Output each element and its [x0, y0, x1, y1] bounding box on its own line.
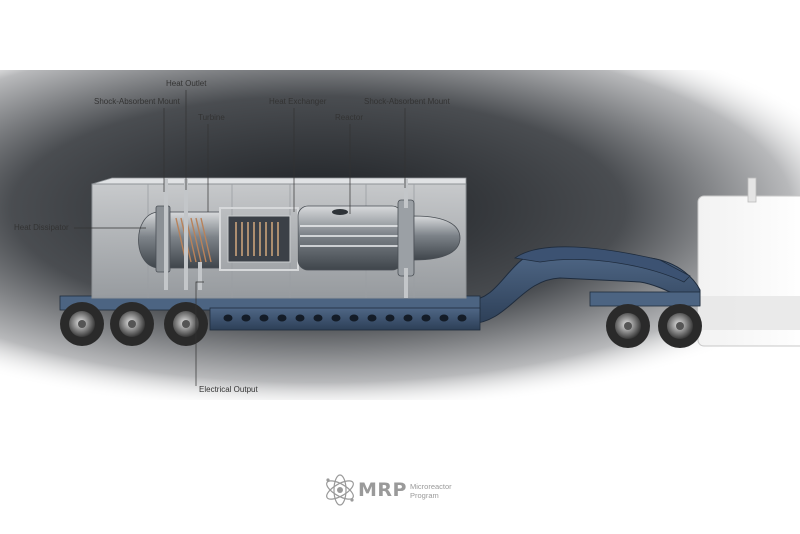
- label-electrical-output: Electrical Output: [199, 385, 258, 394]
- label-shock-absorbent-mount-right: Shock-Absorbent Mount: [364, 97, 450, 106]
- callout-leader-lines: [74, 90, 406, 386]
- logo-abbreviation: MRP: [358, 479, 407, 501]
- wheel: [164, 302, 208, 346]
- reactor-vessel: [297, 205, 403, 271]
- wheel: [606, 304, 650, 348]
- trailer-beam-holes: [223, 314, 467, 322]
- label-turbine: Turbine: [198, 113, 225, 122]
- trailer-beam: [209, 307, 481, 331]
- logo-line2: Program: [410, 491, 439, 500]
- label-shock-absorbent-mount-left: Shock-Absorbent Mount: [94, 97, 180, 106]
- leader-electrical-output: [195, 281, 204, 386]
- atom-icon: [326, 474, 354, 506]
- label-heat-exchanger: Heat Exchanger: [269, 97, 327, 106]
- trailer-wheels: [60, 302, 702, 348]
- wheel: [658, 304, 702, 348]
- label-heat-outlet: Heat Outlet: [166, 79, 207, 88]
- wheel: [110, 302, 154, 346]
- logo-line1: Microreactor: [410, 482, 452, 491]
- mrp-logo: MRP Microreactor Program: [322, 470, 482, 510]
- label-reactor: Reactor: [335, 113, 364, 122]
- label-heat-dissipator: Heat Dissipator: [14, 223, 69, 232]
- truck-cab: [697, 177, 800, 347]
- reactor-assembly: [138, 178, 461, 298]
- turbine-shape: [169, 211, 221, 269]
- wheel: [60, 302, 104, 346]
